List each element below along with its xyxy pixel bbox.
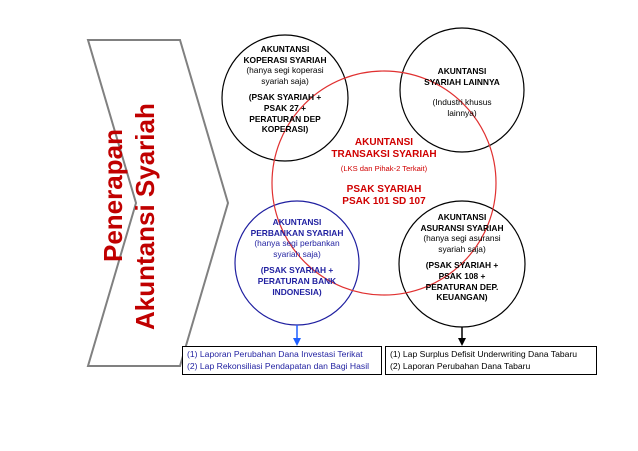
lainnya-line: AKUNTANSI (437, 66, 487, 76)
koperasi-circle (221, 34, 349, 162)
koperasi-line: KOPERASI SYARIAH (243, 54, 327, 65)
arrow-asuransi-head (458, 338, 466, 346)
asuransi-line: (PSAK SYARIAH + (425, 260, 499, 271)
spacer (402, 87, 522, 97)
perbankan-line: AKUNTANSI (272, 217, 322, 227)
center-sub: (LKS dan Pihak-2 Terkait) (340, 164, 428, 173)
asuransi-line: AKUNTANSI (437, 212, 487, 222)
center-psak-2: PSAK 101 SD 107 (342, 196, 426, 207)
asuransi-line: syariah saja) (438, 243, 486, 254)
asuransi-line: ASURANSI SYARIAH (420, 222, 504, 233)
asuransi-text: AKUNTANSI ASURANSI SYARIAH (hanya segi a… (402, 212, 522, 303)
lainnya-line: lainnya) (447, 107, 477, 118)
perbankan-line: PERATURAN BANK (257, 275, 337, 286)
box-left-line-1: (1) Laporan Perubahan Dana Investasi Ter… (187, 349, 363, 359)
perbankan-line: (hanya segi perbankan (254, 238, 340, 249)
perbankan-line: syariah saja) (273, 248, 321, 259)
asuransi-line: KEUANGAN) (436, 292, 488, 303)
box-right-reports: (1) Lap Surplus Defisit Underwriting Dan… (385, 346, 597, 375)
center-ring (271, 70, 497, 296)
center-title-2: TRANSAKSI SYARIAH (331, 149, 437, 160)
center-text: AKUNTANSI TRANSAKSI SYARIAH (LKS dan Pih… (314, 137, 454, 208)
koperasi-line: (hanya segi koperasi (246, 65, 324, 76)
arrow-perbankan-head (293, 338, 301, 346)
perbankan-text: AKUNTANSI PERBANKAN SYARIAH (hanya segi … (237, 217, 357, 297)
koperasi-text: AKUNTANSI KOPERASI SYARIAH (hanya segi k… (225, 44, 345, 135)
koperasi-line: (PSAK SYARIAH + (248, 92, 322, 103)
asuransi-line: PSAK 108 + (438, 270, 486, 281)
center-title-1: AKUNTANSI (354, 137, 414, 148)
box-left-line-2: (2) Lap Rekonsiliasi Pendapatan dan Bagi… (187, 360, 370, 371)
koperasi-line: PERATURAN DEP (249, 113, 321, 124)
title-chevron-arrow (86, 39, 230, 367)
lainnya-line: SYARIAH LAINNYA (424, 76, 500, 87)
koperasi-line: PSAK 27 + (263, 102, 307, 113)
koperasi-line: KOPERASI) (261, 124, 309, 135)
box-right-line-2: (2) Laporan Perubahan Dana Tabaru (390, 360, 531, 371)
title-line-2: Akuntansi Syariah (130, 103, 160, 330)
lainnya-line: (Industri khusus (432, 97, 492, 108)
box-left-reports: (1) Laporan Perubahan Dana Investasi Ter… (182, 346, 382, 375)
perbankan-line: (PSAK SYARIAH + (260, 265, 334, 276)
koperasi-line: AKUNTANSI (260, 44, 310, 54)
center-psak-1: PSAK SYARIAH (346, 184, 422, 195)
asuransi-line: PERATURAN DEP. (425, 281, 499, 292)
perbankan-line: INDONESIA) (272, 286, 322, 297)
box-right-line-1: (1) Lap Surplus Defisit Underwriting Dan… (390, 349, 578, 359)
lainnya-circle (399, 27, 525, 153)
lainnya-text: AKUNTANSI SYARIAH LAINNYA (Industri khus… (402, 66, 522, 118)
koperasi-line: syariah saja) (261, 75, 309, 86)
asuransi-line: (hanya segi asuransi (423, 233, 501, 244)
perbankan-line: PERBANKAN SYARIAH (250, 227, 344, 238)
title-line-1: Penerapan (98, 129, 128, 262)
